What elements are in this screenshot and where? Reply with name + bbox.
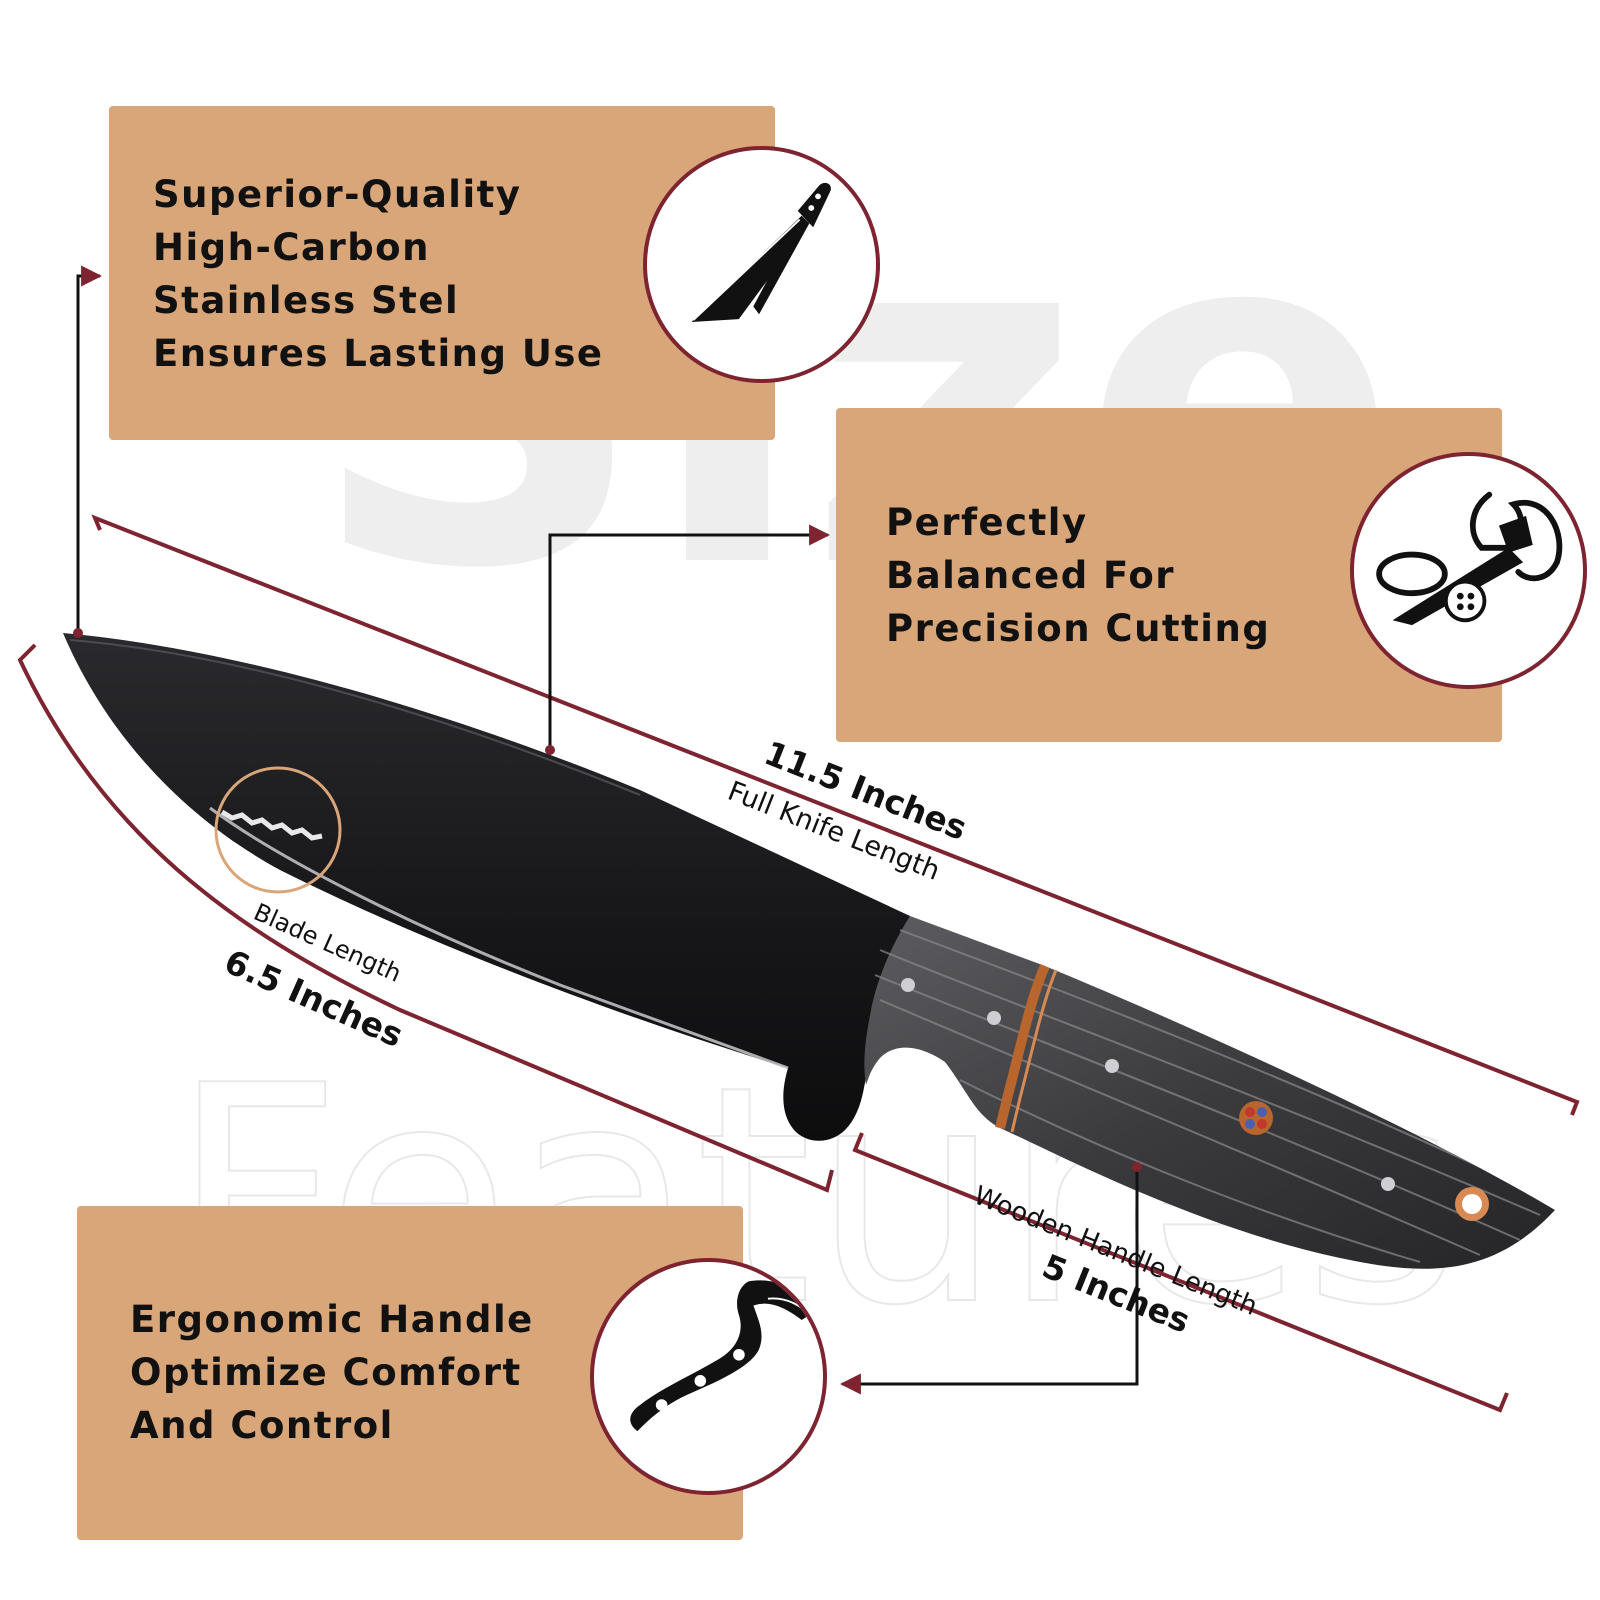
rivet [901, 978, 915, 992]
connector-dot [1132, 1162, 1142, 1172]
feature-text-line: High-Carbon [153, 226, 430, 269]
blade-length-bracket [17, 643, 834, 1193]
blade-spine-highlight [69, 639, 641, 796]
feature-text-line: Optimize Comfort [130, 1351, 522, 1394]
connector-balance [548, 524, 831, 750]
full-length-bracket [91, 514, 1580, 1116]
handle-icon-circle [590, 1258, 827, 1495]
handle-copper-spacer [995, 963, 1050, 1130]
balance-feature-text: Perfectly Balanced For Precision Cutting [886, 496, 1270, 655]
feature-text-line: Perfectly [886, 501, 1088, 544]
knife-handle-icon [630, 1280, 817, 1432]
hand-balancing-knife-icon [1376, 491, 1563, 626]
blade-edge-bevel [209, 806, 789, 1070]
connector-steel [76, 265, 103, 633]
chef-knife-icon [691, 182, 831, 322]
connector-handle [839, 1167, 1139, 1395]
lanyard-hole [1455, 1187, 1489, 1221]
rivet [1105, 1059, 1119, 1073]
feature-text-line: Ergonomic Handle [130, 1298, 534, 1341]
feature-text-line: Precision Cutting [886, 607, 1271, 650]
feature-text-line: Ensures Lasting Use [153, 332, 604, 375]
knife-handle [864, 916, 1555, 1269]
feature-text-line: Superior-Quality [153, 173, 522, 216]
steel-icon-circle [643, 146, 880, 383]
feature-text-line: And Control [130, 1404, 394, 1447]
connector-dot [73, 628, 83, 638]
handle-feature-text: Ergonomic Handle Optimize Comfort And Co… [130, 1293, 534, 1452]
feature-text-line: Balanced For [886, 554, 1175, 597]
rivet [987, 1011, 1001, 1025]
steel-feature-text: Superior-Quality High-Carbon Stainless S… [153, 168, 604, 380]
rivet [1381, 1177, 1395, 1191]
handle-length-bracket [852, 1132, 1509, 1413]
balance-icon-circle [1350, 452, 1587, 689]
edge-serration-detail [220, 809, 323, 841]
handle-rivets [901, 978, 1395, 1191]
knife-blade [63, 633, 910, 1141]
mosaic-pin [1239, 1101, 1273, 1135]
edge-detail-circle [214, 766, 342, 894]
handle-copper-spacer-inner [1010, 969, 1058, 1133]
connector-dot [545, 745, 555, 755]
feature-text-line: Stainless Stel [153, 279, 460, 322]
